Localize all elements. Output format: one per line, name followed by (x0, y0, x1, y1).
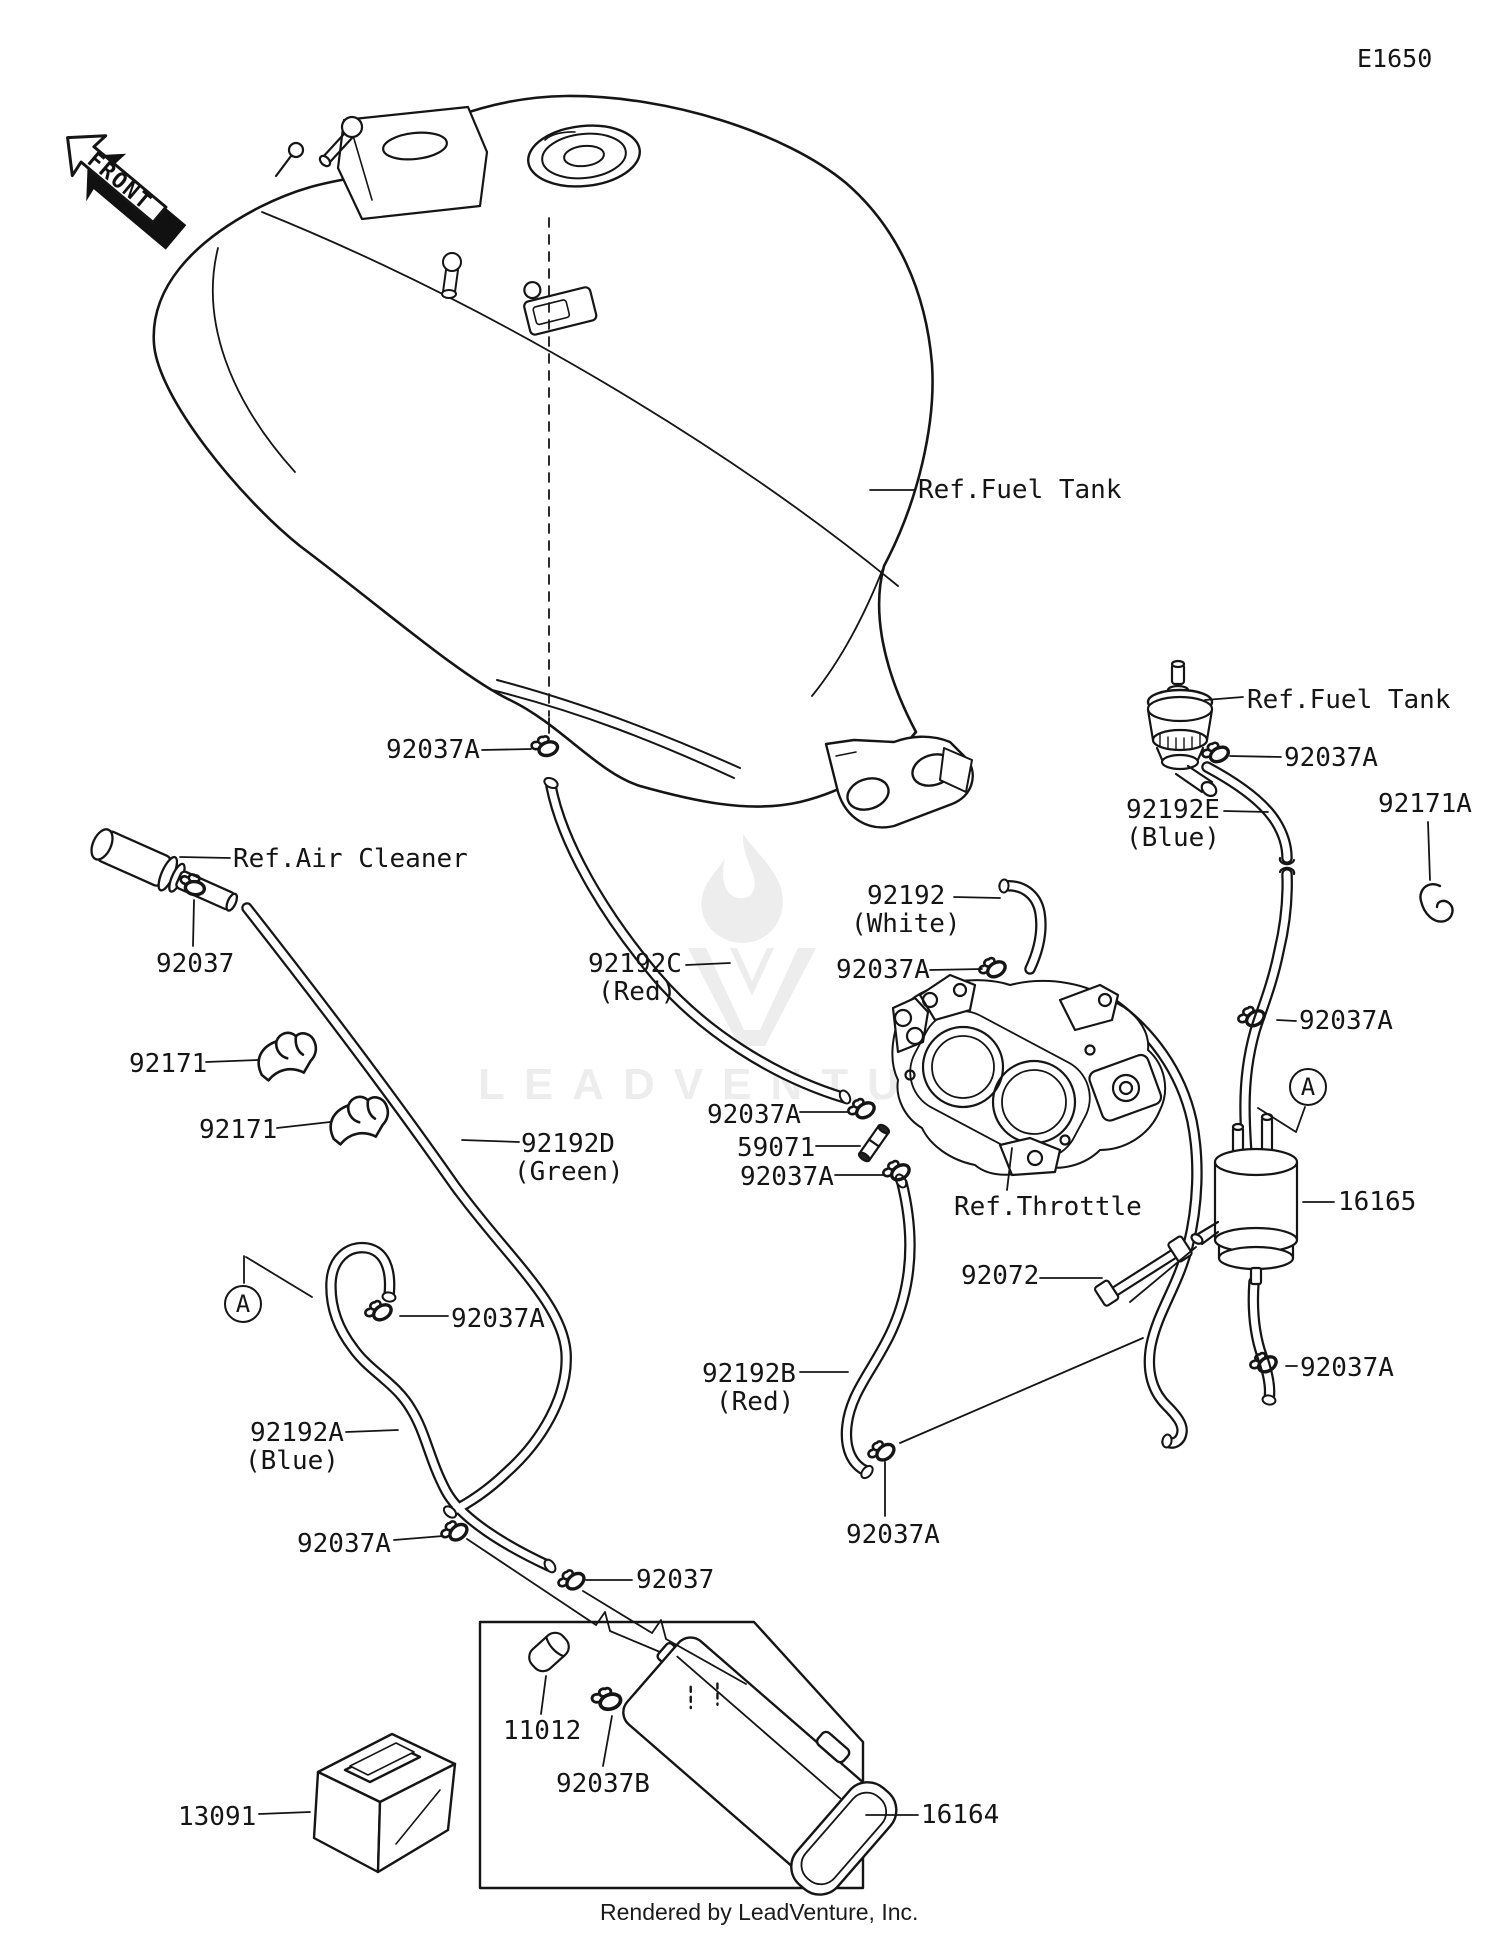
label-92192: 92192 (867, 881, 946, 911)
label-92037a-throttle: 92037A (836, 955, 930, 985)
bracket-13091-drawing (312, 1732, 457, 1874)
label-ref-fuel-tank-top: Ref.Fuel Tank (918, 475, 1122, 505)
label-13091: 13091 (178, 1802, 257, 1832)
cap-11012-drawing (528, 1631, 570, 1673)
label-ref-throttle: Ref.Throttle (954, 1192, 1142, 1222)
label-11012: 11012 (503, 1716, 582, 1746)
label-16164: 16164 (921, 1800, 1000, 1830)
label-92192c: 92192C (588, 949, 682, 979)
label-16165: 16165 (1338, 1187, 1417, 1217)
label-92192-color: (White) (851, 909, 961, 939)
view-a-marker-right: A (1289, 1068, 1327, 1106)
label-92037a-bottom-right: 92037A (1300, 1353, 1394, 1383)
label-92171a: 92171A (1378, 789, 1472, 819)
fuel-valve-drawing (1146, 659, 1218, 797)
leader-lines (179, 489, 1431, 1816)
label-92037a-hook: 92037A (451, 1304, 545, 1334)
label-92037a-bottom-mid: 92037A (846, 1520, 940, 1550)
label-59071: 59071 (737, 1133, 816, 1163)
label-92037-air: 92037 (156, 949, 235, 979)
label-92037a-tank: 92037A (386, 735, 480, 765)
footer-credit: Rendered by LeadVenture, Inc. (600, 1899, 919, 1925)
label-ref-fuel-tank-right: Ref.Fuel Tank (1247, 685, 1451, 715)
label-92037a-right-mid: 92037A (1299, 1006, 1393, 1036)
canister-16165-drawing (1190, 1112, 1299, 1286)
view-a-marker-left: A (224, 1285, 262, 1323)
throttle-body-drawing (891, 973, 1167, 1177)
label-92192e: 92192E (1126, 795, 1220, 825)
label-92037a-valve: 92037A (1284, 743, 1378, 773)
label-92037b: 92037B (556, 1769, 650, 1799)
hose-clip-icons (254, 883, 1454, 1147)
label-92037a-bottom-left: 92037A (297, 1529, 391, 1559)
label-92171-lower: 92171 (199, 1115, 278, 1145)
canister-16164-drawing (622, 1636, 898, 1896)
label-ref-air-cleaner: Ref.Air Cleaner (233, 844, 468, 874)
label-92192b: 92192B (702, 1359, 796, 1389)
label-92192a-color: (Blue) (245, 1446, 339, 1476)
label-92037-bottom: 92037 (636, 1565, 715, 1595)
label-92192c-color: (Red) (598, 977, 677, 1007)
page-code: E1650 (1357, 44, 1433, 73)
damper-92072-drawing (1093, 1235, 1193, 1307)
label-92037a-joint-upper: 92037A (707, 1100, 801, 1130)
label-92171-upper: 92171 (129, 1049, 208, 1079)
front-arrow-badge: FRONT (66, 134, 187, 250)
hose-clamp-icons (174, 734, 1283, 1714)
label-92192e-color: (Blue) (1126, 823, 1220, 853)
fuel-tank-drawing (152, 94, 974, 829)
watermark-logo (688, 834, 816, 1046)
air-cleaner-fitting-drawing (90, 828, 239, 912)
label-92192d: 92192D (521, 1129, 615, 1159)
label-92072: 92072 (961, 1261, 1040, 1291)
joint-59071-drawing (857, 1123, 891, 1163)
label-92192b-color: (Red) (716, 1387, 795, 1417)
label-92192d-color: (Green) (514, 1157, 624, 1187)
label-92037a-joint-lower: 92037A (740, 1162, 834, 1192)
label-92192a: 92192A (250, 1418, 344, 1448)
